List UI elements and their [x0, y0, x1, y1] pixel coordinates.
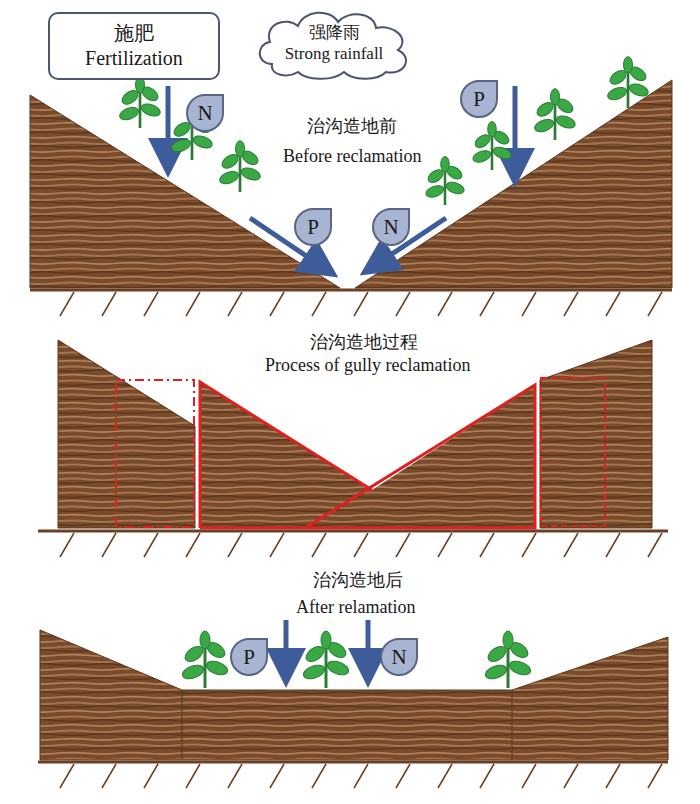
- ground-tick: [522, 292, 536, 316]
- ground-tick: [102, 764, 116, 788]
- ground-tick: [60, 764, 74, 788]
- ground-tick: [564, 292, 578, 316]
- ground-tick: [312, 292, 326, 316]
- plant-icon: [181, 631, 230, 688]
- node-text: 施肥: [114, 21, 154, 46]
- nutrient-symbol: P: [243, 647, 255, 668]
- ground-tick: [480, 764, 494, 788]
- nitrogen-drop: N: [186, 94, 224, 132]
- plant-icon: [484, 631, 533, 688]
- panel-title-en: Before reclamation: [280, 146, 424, 168]
- plant-icon: [606, 57, 650, 108]
- ground-tick: [270, 764, 284, 788]
- ground-tick: [354, 292, 368, 316]
- fertilization-box: 施肥Fertilization: [48, 12, 220, 80]
- ground-tick: [270, 533, 284, 557]
- cloud-outline: [252, 6, 416, 80]
- ground-tick: [648, 533, 662, 557]
- ground-tick: [186, 292, 200, 316]
- ground-tick: [228, 764, 242, 788]
- plant-icon: [218, 141, 262, 192]
- ground-tick: [186, 533, 200, 557]
- ground-tick: [480, 292, 494, 316]
- ground-tick: [354, 533, 368, 557]
- ground-tick: [564, 764, 578, 788]
- ground-tick: [648, 764, 662, 788]
- ground-tick: [144, 533, 158, 557]
- plant-icon: [424, 157, 465, 205]
- ground-tick: [144, 292, 158, 316]
- ground-tick: [102, 292, 116, 316]
- plant-icon: [118, 77, 162, 128]
- phosphorus-drop: P: [230, 638, 268, 676]
- ground-tick: [396, 292, 410, 316]
- ground-tick: [564, 533, 578, 557]
- ground-tick: [438, 533, 452, 557]
- node-text: Strong rainfall: [285, 43, 384, 64]
- phosphorus-drop: P: [294, 208, 332, 246]
- panel-title-zh: 治沟造地过程: [307, 332, 421, 354]
- ground-tick: [438, 764, 452, 788]
- rainfall-cloud: 强降雨Strong rainfall: [252, 6, 416, 80]
- node-text: 强降雨: [309, 22, 360, 43]
- ground-tick: [228, 292, 242, 316]
- nutrient-symbol: N: [197, 103, 212, 124]
- ground-tick: [312, 764, 326, 788]
- ground-tick: [60, 533, 74, 557]
- ground-tick: [312, 533, 326, 557]
- ground-tick: [522, 533, 536, 557]
- ground-tick: [186, 764, 200, 788]
- ground-tick: [522, 764, 536, 788]
- ground-tick: [606, 764, 620, 788]
- nutrient-symbol: P: [307, 217, 319, 238]
- panel-title-en: Process of gully reclamation: [262, 355, 473, 377]
- ground-tick: [480, 533, 494, 557]
- nitrogen-drop: N: [372, 208, 410, 246]
- ground-tick: [648, 292, 662, 316]
- ground-tick: [606, 292, 620, 316]
- ground-tick: [396, 764, 410, 788]
- ground-tick: [354, 764, 368, 788]
- panel-title-en: After relamation: [293, 597, 418, 619]
- ground-tick: [270, 292, 284, 316]
- phosphorus-drop: P: [460, 80, 498, 118]
- plant-icon: [471, 122, 512, 170]
- ground-tick: [438, 292, 452, 316]
- nitrogen-drop: N: [380, 638, 418, 676]
- ground-tick: [228, 533, 242, 557]
- ground-tick: [396, 533, 410, 557]
- ground-tick: [102, 533, 116, 557]
- plant-icon: [302, 631, 351, 688]
- ground-tick: [606, 533, 620, 557]
- panel-title-zh: 治沟造地前: [304, 116, 400, 138]
- ground-tick: [60, 292, 74, 316]
- ground-tick: [144, 764, 158, 788]
- panel-title-zh: 治沟造地后: [310, 570, 406, 592]
- plant-icon: [533, 89, 577, 140]
- node-text: Fertilization: [85, 46, 183, 71]
- nutrient-symbol: P: [473, 89, 485, 110]
- nutrient-symbol: N: [383, 217, 398, 238]
- nutrient-symbol: N: [391, 647, 406, 668]
